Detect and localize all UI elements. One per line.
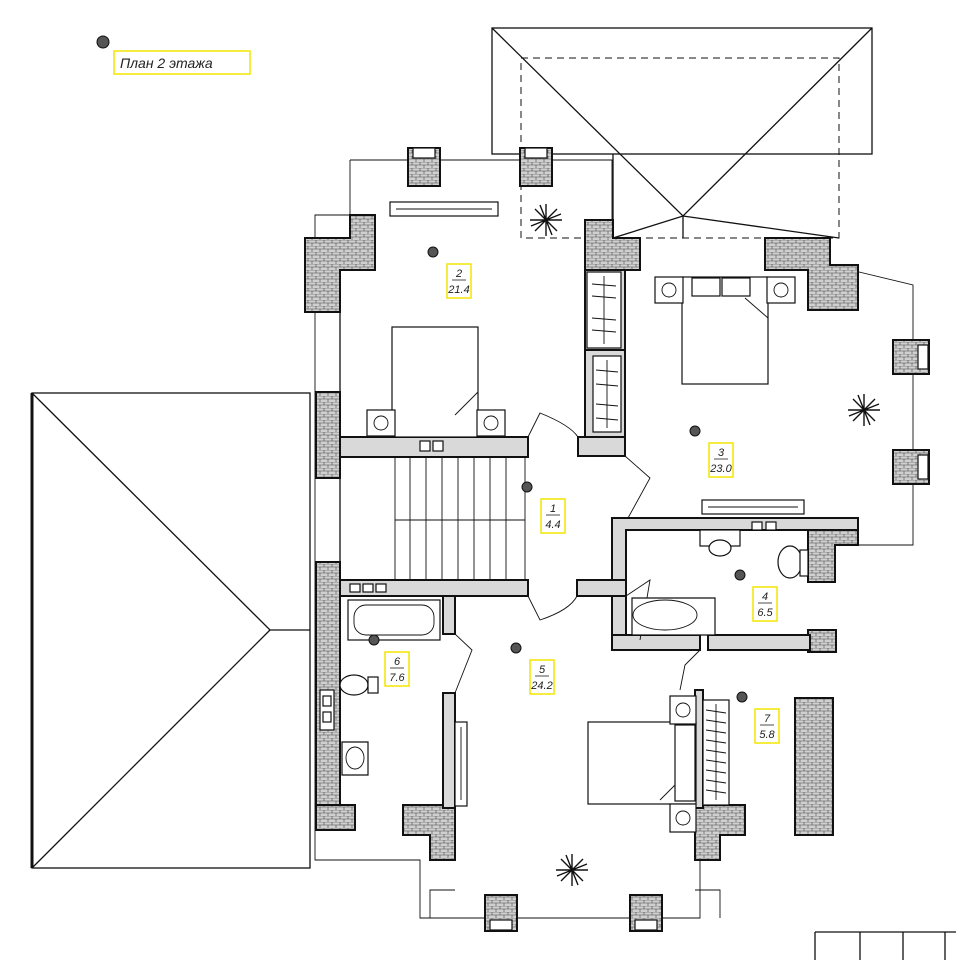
plant-icon	[848, 394, 880, 426]
staircase	[394, 456, 526, 581]
wall-vents	[751, 521, 777, 531]
room-area: 5.8	[759, 729, 775, 741]
room-area: 4.4	[545, 519, 560, 531]
bed-icon	[587, 695, 697, 833]
room-number: 6	[394, 656, 401, 668]
sink-icon	[699, 529, 741, 557]
bathtub-icon	[347, 599, 441, 641]
room-area: 6.5	[757, 607, 773, 619]
windows	[389, 201, 805, 807]
room-number: 1	[550, 503, 556, 515]
sink-icon	[341, 741, 369, 776]
plan-title-text: План 2 этажа	[120, 55, 213, 71]
plan-title: План 2 этажа	[96, 35, 251, 75]
room-number: 3	[718, 447, 725, 459]
plant-icon	[556, 854, 588, 886]
room-number: 2	[455, 268, 462, 280]
marker-pin-icon	[427, 246, 439, 258]
room-number: 4	[762, 591, 768, 603]
marker-pin-icon	[689, 425, 701, 437]
room-label-2: 221.4	[427, 246, 472, 299]
room-number: 7	[764, 713, 771, 725]
toilet-icon	[777, 545, 809, 579]
room-area: 7.6	[389, 672, 405, 684]
room-label-1: 14.4	[521, 481, 566, 534]
room-label-6: 67.6	[368, 634, 410, 687]
marker-pin-icon	[96, 35, 110, 49]
walls	[304, 147, 930, 932]
room-label-7: 75.8	[736, 691, 780, 744]
marker-pin-icon	[368, 634, 380, 646]
room-label-3: 323.0	[689, 425, 734, 478]
room-area: 23.0	[709, 463, 732, 475]
room-number: 5	[539, 664, 546, 676]
marker-pin-icon	[521, 481, 533, 493]
marker-pin-icon	[736, 691, 748, 703]
marker-pin-icon	[510, 642, 522, 654]
title-block-grid	[814, 931, 956, 960]
plant-icon	[530, 204, 562, 236]
wardrobe-icon	[702, 699, 730, 806]
room-label-5: 524.2	[510, 642, 555, 695]
toilet-icon	[339, 674, 379, 696]
bed-icon	[654, 276, 796, 385]
roof-left	[30, 392, 311, 869]
marker-pin-icon	[734, 569, 746, 581]
room-area: 24.2	[530, 680, 552, 692]
roof-top-right	[491, 27, 873, 239]
room-label-4: 46.5	[734, 569, 778, 622]
bathtub-icon	[631, 597, 716, 636]
room-area: 21.4	[447, 284, 469, 296]
bed-icon	[366, 326, 506, 438]
wardrobe-icon	[586, 271, 622, 433]
